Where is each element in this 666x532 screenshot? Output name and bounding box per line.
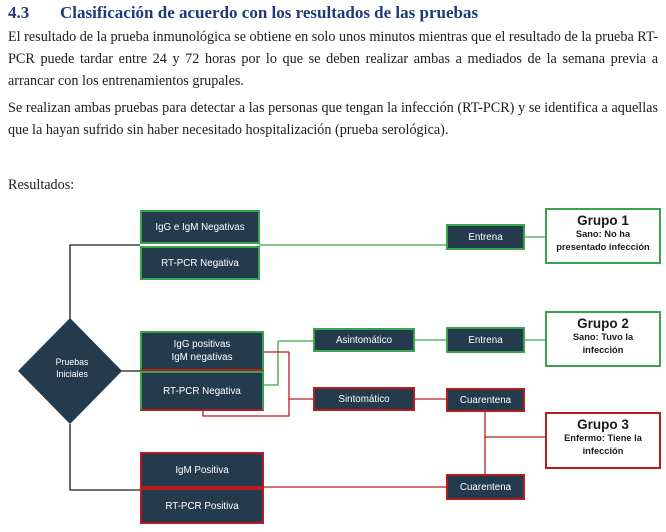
test-rtpcr-negativa-2: RT-PCR Negativa <box>140 371 264 411</box>
symptom-sintomatico: Sintomático <box>313 387 415 411</box>
group-2-desc-line2: infección <box>582 345 624 355</box>
connector-middle-red-bottom <box>202 399 290 417</box>
paragraph-2: Se realizan ambas pruebas para detectar … <box>8 100 658 138</box>
test-igm-positiva: IgM Positiva <box>140 452 264 488</box>
section-title: Clasificación de acuerdo con los resulta… <box>60 3 479 22</box>
action-entrena-2: Entrena <box>446 327 525 353</box>
connector-to-group3-branch <box>69 424 140 491</box>
test-igm-positiva-label: IgM Positiva <box>175 464 229 476</box>
group-3-card: Grupo 3 Enfermo: Tiene la infección <box>545 412 661 469</box>
symptom-sintomatico-label: Sintomático <box>338 393 390 405</box>
test-igm-negativas-label: IgM negativas <box>171 352 233 363</box>
test-igg-igm-negativas: IgG e IgM Negativas <box>140 210 260 244</box>
group-2-desc-line1: Sano: Tuvo la <box>572 332 634 342</box>
section-number: 4.3 <box>8 3 30 22</box>
group-1-title: Grupo 1 <box>577 213 629 228</box>
group-2-card: Grupo 2 Sano: Tuvo la infección <box>545 311 661 367</box>
results-label: Resultados: <box>8 177 75 193</box>
action-cuarentena-2-label: Cuarentena <box>459 481 512 493</box>
symptom-asintomatico: Asintomático <box>313 328 415 352</box>
group-1-card: Grupo 1 Sano: No ha presentado infección <box>545 208 661 264</box>
connector-to-sintomatico <box>288 352 313 400</box>
test-igg-pos-igm-neg: IgG positivas IgM negativas <box>140 331 264 371</box>
group-2-title: Grupo 2 <box>577 316 629 331</box>
start-line1: Pruebas <box>55 357 89 367</box>
action-entrena-2-label: Entrena <box>468 334 503 346</box>
test-rtpcr-negativa-1-label: RT-PCR Negativa <box>161 257 239 269</box>
action-entrena-1: Entrena <box>446 224 525 250</box>
connector-to-group1-branch <box>69 244 140 322</box>
action-cuarentena-2: Cuarentena <box>446 474 525 500</box>
action-cuarentena-1: Cuarentena <box>446 388 525 412</box>
group-1-desc-line2: presentado infección <box>556 242 650 252</box>
group-3-title: Grupo 3 <box>577 417 629 432</box>
group-3-desc-line1: Enfermo: Tiene la <box>564 433 642 443</box>
symptom-asintomatico-label: Asintomático <box>335 334 393 346</box>
paragraph-1: El resultado de la prueba inmunológica s… <box>8 29 658 89</box>
start-diamond-shape <box>18 318 122 424</box>
section-heading: 4.3 Clasificación de acuerdo con los resu… <box>8 3 658 23</box>
test-igg-igm-negativas-label: IgG e IgM Negativas <box>155 221 245 233</box>
start-node: Pruebas Iniciales <box>33 356 111 380</box>
group-1-desc-line1: Sano: No ha <box>575 229 631 239</box>
test-rtpcr-negativa-2-label: RT-PCR Negativa <box>163 385 241 397</box>
start-line2: Iniciales <box>56 369 88 379</box>
test-igg-positivas-label: IgG positivas <box>173 339 231 350</box>
connector-middle-vertical-green <box>264 341 279 386</box>
action-entrena-1-label: Entrena <box>468 231 503 243</box>
group-3-desc-line2: infección <box>582 446 624 456</box>
action-cuarentena-1-label: Cuarentena <box>459 394 512 406</box>
test-rtpcr-negativa-1: RT-PCR Negativa <box>140 246 260 280</box>
test-rtpcr-positiva: RT-PCR Positiva <box>140 488 264 524</box>
test-rtpcr-positiva-label: RT-PCR Positiva <box>165 500 239 512</box>
